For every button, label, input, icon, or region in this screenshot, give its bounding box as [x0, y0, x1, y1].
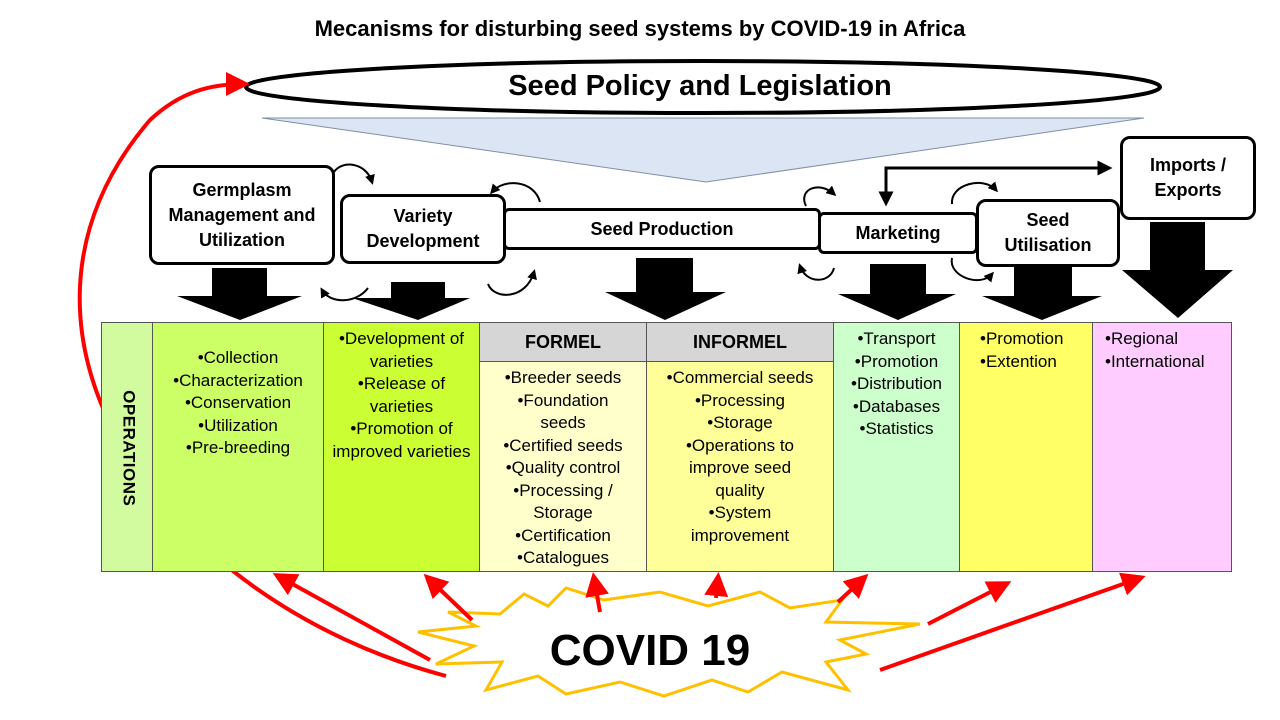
- variety-list: •Development of varieties•Release of var…: [330, 328, 473, 463]
- list-item: •Storage: [707, 413, 773, 432]
- informel-header: INFORMEL: [647, 323, 833, 362]
- informel-column: INFORMEL •Commercial seeds •Processing •St…: [646, 322, 834, 572]
- marketing-list: •Transport •Promotion •Distribution •Databa…: [834, 328, 959, 441]
- list-item: •Databases: [852, 396, 941, 416]
- list-item: •Statistics: [859, 419, 934, 438]
- impact-arrow-icon: [272, 573, 431, 662]
- utilisation-list: •Promotion •Extention: [980, 328, 1092, 373]
- cycle-arrow-icon: [320, 287, 369, 302]
- list-item: •Certified seeds: [503, 435, 623, 455]
- cycle-arrow-icon: [950, 181, 998, 205]
- cycle-arrow-icon: [490, 182, 541, 203]
- cycle-arrow-icon: [487, 269, 537, 296]
- list-item: •Promotion of improved varieties: [332, 419, 471, 461]
- list-item: •Breeder seeds: [504, 368, 622, 387]
- down-arrow-icon: [177, 268, 302, 320]
- stage-imports-exports: Imports / Exports: [1120, 136, 1256, 220]
- cycle-arrow-icon: [333, 163, 375, 185]
- stage-seed-utilisation: Seed Utilisation: [976, 199, 1120, 267]
- list-item: •Quality control: [505, 458, 621, 477]
- formel-column: FORMEL •Breeder seeds•Foundation seeds•C…: [479, 322, 647, 572]
- covid-label: COVID 19: [549, 626, 751, 675]
- list-item: •Utilization: [198, 415, 278, 435]
- stage-variety: Variety Development: [340, 194, 506, 264]
- list-item: •System improvement: [690, 503, 790, 545]
- germplasm-column: •Collection •Characterization •Conservatio…: [152, 322, 324, 572]
- list-item: •Characterization: [173, 370, 303, 390]
- list-item: •Transport: [857, 329, 936, 348]
- list-item: •Processing / Storage: [513, 480, 613, 523]
- stage-seed-production: Seed Production: [503, 208, 821, 250]
- list-item: •Distribution: [851, 374, 942, 393]
- list-item: •Catalogues: [517, 548, 609, 567]
- list-item: •Extention: [980, 351, 1057, 371]
- operations-column: OPERATIONS: [101, 322, 153, 572]
- cycle-arrow-icon: [803, 185, 837, 207]
- impact-arrow-icon: [836, 573, 869, 604]
- down-arrow-icon: [605, 258, 726, 320]
- list-item: •Processing: [694, 390, 786, 410]
- germplasm-list: •Collection •Characterization •Conservatio…: [153, 347, 323, 460]
- informel-list: •Commercial seeds •Processing •Storage •Ope…: [647, 362, 833, 547]
- policy-label: Seed Policy and Legislation: [508, 70, 892, 102]
- cycle-arrow-icon: [950, 257, 994, 283]
- impact-arrow-icon: [879, 572, 1146, 672]
- utilisation-column: •Promotion •Extention: [959, 322, 1093, 572]
- impact-arrow-icon: [927, 581, 1012, 626]
- list-item: •Certification: [515, 525, 611, 545]
- impact-arrow-icon: [77, 72, 447, 678]
- down-arrow-icon: [1122, 222, 1233, 318]
- stage-germplasm: Germplasm Management and Utilization: [149, 165, 335, 265]
- list-item: •Conservation: [184, 393, 292, 412]
- list-item: •Collection: [197, 348, 279, 367]
- list-item: •Operations to improve seed quality: [685, 435, 794, 500]
- list-item: •International: [1105, 351, 1205, 371]
- trade-column: •Regional •International: [1092, 322, 1232, 572]
- impact-arrow-icon: [423, 573, 474, 622]
- list-item: •Promotion: [980, 329, 1064, 348]
- down-arrow-icon: [982, 264, 1102, 320]
- cycle-arrow-icon: [797, 263, 835, 281]
- stage-marketing: Marketing: [818, 212, 978, 254]
- impact-arrow-icon: [704, 572, 729, 599]
- formel-list: •Breeder seeds •Foundation seeds•Certifie…: [480, 362, 646, 570]
- list-item: •Release of varieties: [357, 374, 446, 416]
- list-item: •Promotion: [854, 351, 939, 371]
- policy-funnel-shape: [261, 117, 1145, 183]
- list-item: •Regional: [1105, 329, 1179, 348]
- down-arrow-icon: [838, 264, 956, 320]
- formel-header: FORMEL: [480, 323, 646, 362]
- trade-link-arrow: [884, 160, 1113, 200]
- list-item: •Foundation seeds: [517, 390, 609, 433]
- impact-arrow-icon: [585, 572, 609, 613]
- list-item: •Development of varieties: [338, 329, 465, 371]
- variety-column: •Development of varieties•Release of var…: [323, 322, 480, 572]
- marketing-column: •Transport •Promotion •Distribution •Databa…: [833, 322, 960, 572]
- burst-star-icon: [417, 586, 921, 698]
- down-arrow-icon: [352, 282, 470, 320]
- trade-list: •Regional •International: [1105, 328, 1231, 373]
- list-item: •Commercial seeds: [666, 368, 814, 387]
- page-title: Mecanisms for disturbing seed systems by…: [314, 16, 966, 41]
- operations-label: OPERATIONS: [119, 389, 139, 507]
- list-item: •Pre-breeding: [185, 438, 291, 457]
